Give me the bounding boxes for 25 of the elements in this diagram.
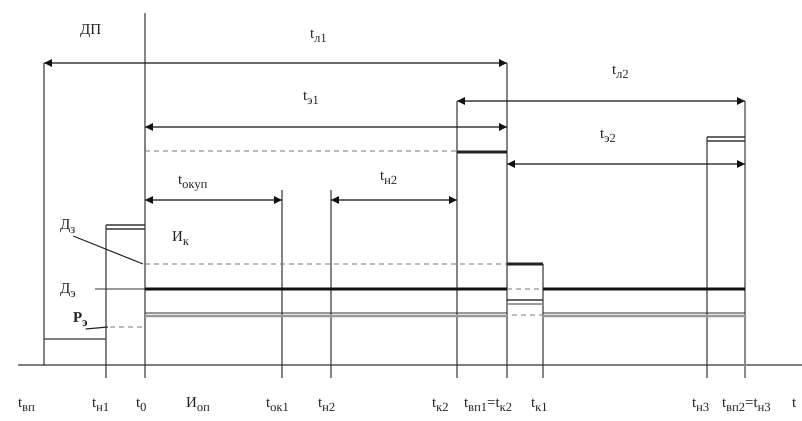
time-label: t$_{вп}$ [18,395,35,415]
time-label: t$_{к1}$ [531,395,548,415]
interval-label: t$_{л1}$ [310,26,327,46]
time-label: t$_{н2}$ [318,395,336,415]
level-label: И$_{к}$ [172,229,189,249]
leader-line [86,326,108,330]
time-label: t$_{вп1}$=t$_{к2}$ [464,395,512,415]
time-label: t$_{вп2}$=t$_{н3}$ [722,395,771,415]
time-label: t$_{к2}$ [432,395,448,415]
time-label: t$_{0}$ [136,395,146,415]
interval-label: t$_{н2}$ [380,168,398,188]
interval-label: t$_{л2}$ [612,62,629,82]
time-label: t$_{ок1}$ [266,395,289,415]
interval-label: t$_{э1}$ [303,88,319,108]
level-label: Р$_{э}$ [73,310,88,330]
interval-label: t$_{окуп}$ [178,172,208,192]
interval-label: ДП [80,22,102,38]
leader-line [72,235,144,265]
level-label: Д$_{э}$ [60,281,76,301]
time-label: t$_{н1}$ [92,395,110,415]
time-label: t$_{н3}$ [692,395,710,415]
level-label: Д$_{з}$ [60,217,76,237]
axis-label: t [792,395,796,411]
time-label: И$_{оп}$ [186,395,210,415]
interval-label: t$_{э2}$ [600,126,616,146]
